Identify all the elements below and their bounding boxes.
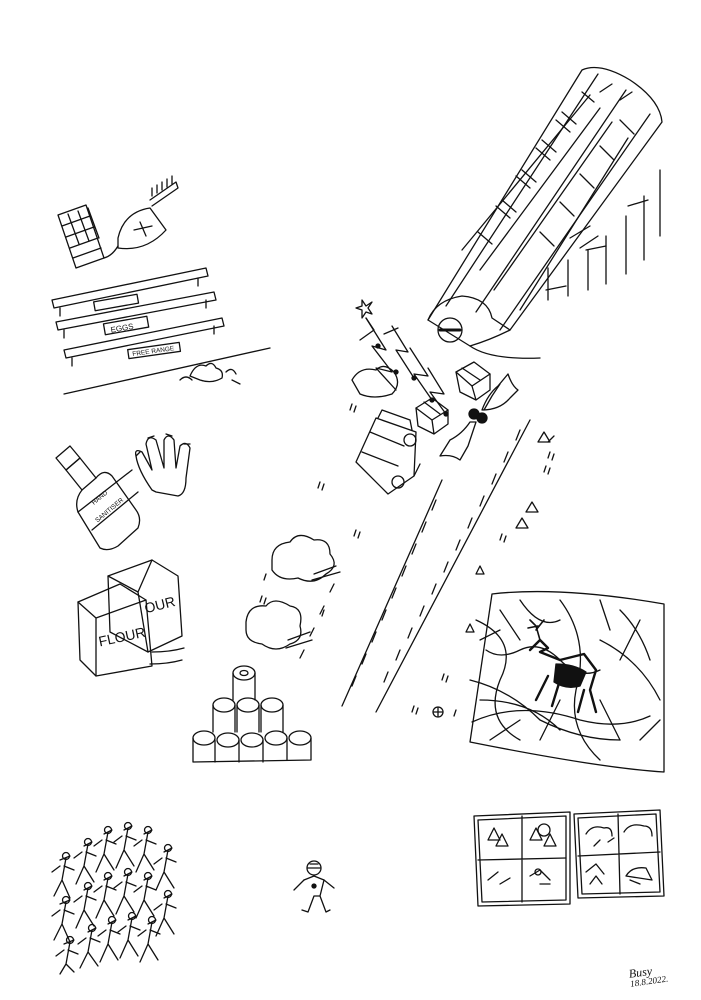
deer-forest-sketch [469, 590, 665, 773]
flour-front-label: FLOUR [97, 624, 147, 650]
hand-sanitiser-sketch [55, 445, 141, 551]
windows-sketch [473, 809, 665, 907]
egg-shelves-sketch [51, 267, 271, 395]
shelf-sign-free-range: FREE RANGE [132, 345, 175, 358]
flour-bags-sketch [77, 559, 185, 677]
single-person-sketch [293, 860, 335, 913]
glove-and-egg-box-sketch [57, 175, 179, 269]
presents-sketch [415, 361, 491, 435]
glove-sketch [134, 433, 191, 497]
road-sketch [299, 419, 531, 713]
christmas-trees-sketch [351, 299, 449, 417]
toilet-roll-pyramid-sketch [192, 665, 312, 763]
grass-and-flowers-sketch [259, 403, 555, 718]
sanitiser-label-hand: HAND [91, 489, 110, 506]
crowd-sketch [51, 821, 177, 975]
flour-back-label: OUR [143, 593, 177, 616]
roadside-trees-sketch [245, 534, 341, 650]
holly-sketch [439, 373, 519, 461]
shelf-sign-eggs: EGGS [110, 322, 134, 335]
train-sketch [427, 66, 663, 359]
car-sketch [355, 409, 421, 495]
